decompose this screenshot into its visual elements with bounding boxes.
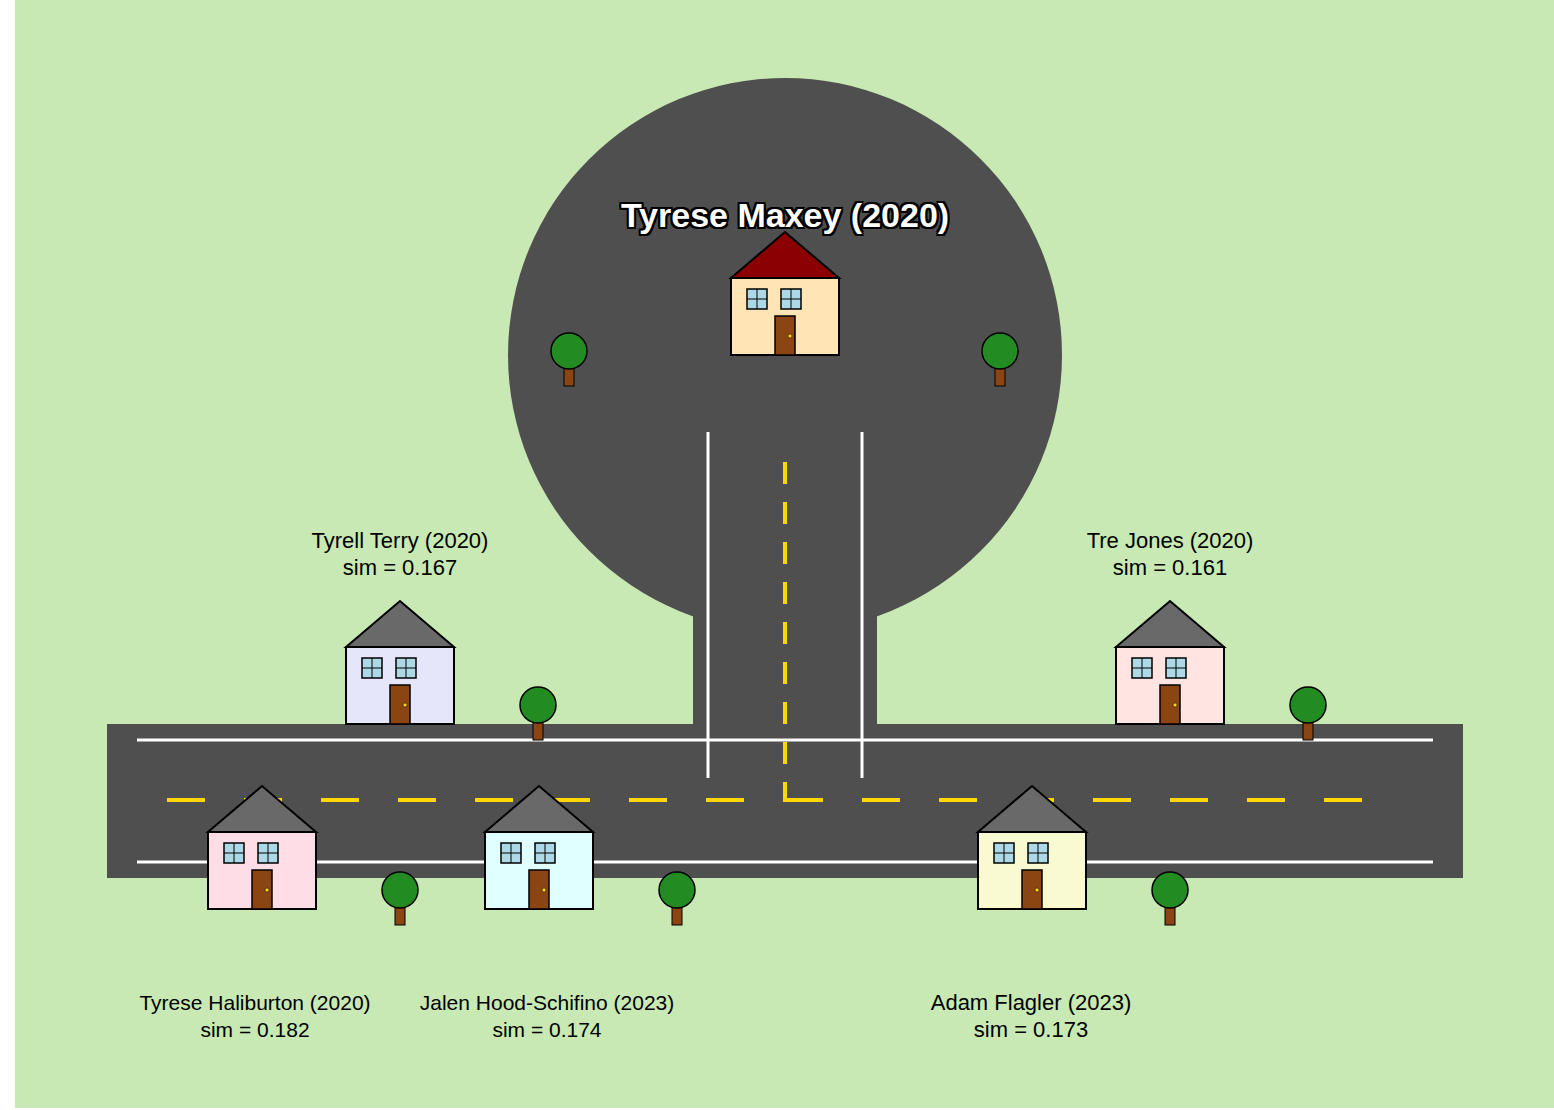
window-bar — [224, 853, 244, 854]
player-name: Tre Jones (2020) — [1087, 527, 1254, 554]
house — [208, 786, 316, 909]
player-name: Tyrell Terry (2020) — [312, 527, 489, 554]
house-body — [1116, 647, 1224, 724]
house-window — [747, 289, 767, 309]
house-window — [501, 843, 521, 863]
house-door — [775, 316, 795, 355]
house — [485, 786, 593, 909]
window-bar — [258, 853, 278, 854]
door-knob — [542, 888, 546, 892]
house-window — [224, 843, 244, 863]
houses — [208, 232, 1224, 909]
window-bar — [362, 668, 382, 669]
house-roof — [485, 786, 593, 832]
house — [1116, 601, 1224, 724]
focus-player-house: Tyrese Maxey (2020) — [621, 195, 949, 235]
window-bar — [501, 853, 521, 854]
house — [978, 786, 1086, 909]
house-door — [1160, 685, 1180, 724]
house-roof — [1116, 601, 1224, 647]
window-bar — [1166, 668, 1186, 669]
neighbor-house: Tyrell Terry (2020)sim = 0.167 — [312, 527, 489, 581]
house-roof — [346, 601, 454, 647]
window-bar — [781, 299, 801, 300]
window-bar — [1028, 853, 1048, 854]
house-window — [994, 843, 1014, 863]
house-body — [731, 278, 839, 355]
house-door — [1022, 870, 1042, 909]
house-window — [1132, 658, 1152, 678]
house-roof — [208, 786, 316, 832]
house-window — [1166, 658, 1186, 678]
house-window — [781, 289, 801, 309]
house-roof — [731, 232, 839, 278]
house-door — [252, 870, 272, 909]
window-bar — [994, 853, 1014, 854]
neighbor-house: Jalen Hood-Schifino (2023)sim = 0.174 — [420, 989, 674, 1043]
door-knob — [265, 888, 269, 892]
window-bar — [747, 299, 767, 300]
similarity-score: sim = 0.174 — [420, 1016, 674, 1043]
house — [731, 232, 839, 355]
house-door — [390, 685, 410, 724]
window-bar — [1132, 668, 1152, 669]
player-name: Jalen Hood-Schifino (2023) — [420, 989, 674, 1016]
window-bar — [396, 668, 416, 669]
door-knob — [1173, 703, 1177, 707]
house-window — [1028, 843, 1048, 863]
door-knob — [403, 703, 407, 707]
house-body — [485, 832, 593, 909]
neighbor-house: Adam Flagler (2023)sim = 0.173 — [931, 989, 1132, 1043]
house — [346, 601, 454, 724]
house-body — [208, 832, 316, 909]
center-lines — [167, 462, 1365, 800]
house-body — [978, 832, 1086, 909]
lane-lines — [137, 432, 1433, 862]
door-knob — [1035, 888, 1039, 892]
similarity-score: sim = 0.173 — [931, 1016, 1132, 1043]
similarity-score: sim = 0.161 — [1087, 554, 1254, 581]
house-roof — [978, 786, 1086, 832]
house-window — [258, 843, 278, 863]
player-name: Tyrese Haliburton (2020) — [139, 989, 370, 1016]
house-body — [346, 647, 454, 724]
neighbor-house: Tyrese Haliburton (2020)sim = 0.182 — [139, 989, 370, 1043]
house-window — [362, 658, 382, 678]
similarity-score: sim = 0.167 — [312, 554, 489, 581]
player-name: Tyrese Maxey (2020) — [621, 195, 949, 235]
grass — [15, 0, 1554, 1108]
door-knob — [788, 334, 792, 338]
neighbor-house: Tre Jones (2020)sim = 0.161 — [1087, 527, 1254, 581]
window-bar — [535, 853, 555, 854]
similarity-score: sim = 0.182 — [139, 1016, 370, 1043]
trees — [382, 333, 1326, 925]
player-name: Adam Flagler (2023) — [931, 989, 1132, 1016]
house-window — [396, 658, 416, 678]
house-door — [529, 870, 549, 909]
house-window — [535, 843, 555, 863]
